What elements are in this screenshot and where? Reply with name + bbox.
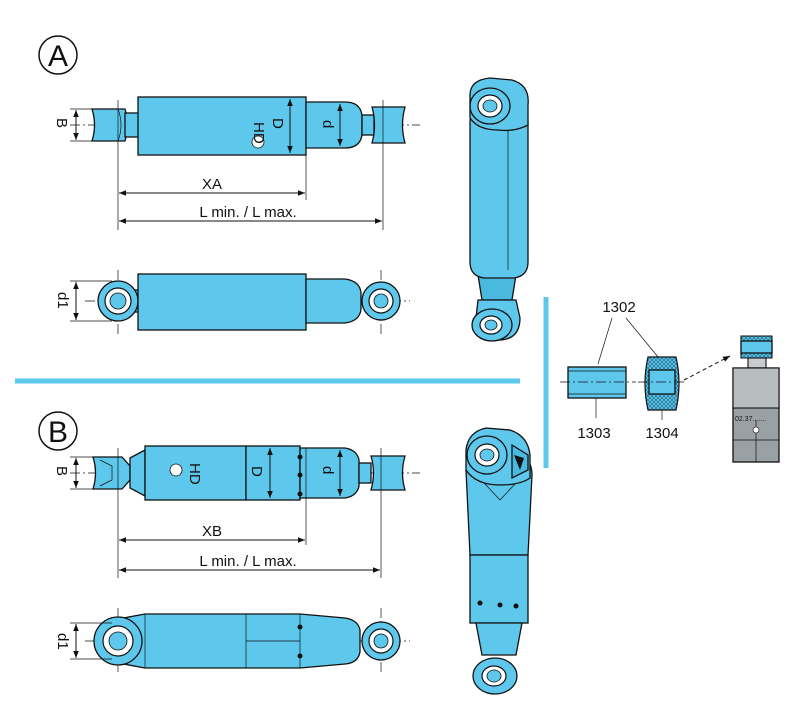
callout-1302: 1302: [602, 299, 635, 316]
callout-1304: 1304: [645, 425, 678, 442]
left-eye-top: [91, 108, 129, 142]
dim-d-outer-b: D: [248, 466, 265, 477]
3d-tube-a: [469, 111, 529, 279]
dim-d-inner-b: d: [319, 466, 336, 474]
main-tube: [137, 96, 307, 156]
variant-b-marker: B: [38, 411, 78, 451]
dim-d1-a: d1: [54, 292, 71, 309]
left-eye-b-top: [92, 456, 131, 490]
variant-b-top-view: HD D d B XB L min. / L max.: [53, 445, 420, 578]
dim-xa: XA: [202, 176, 222, 193]
variant-a-3d-view: [469, 77, 529, 342]
dim-d-outer: D: [269, 118, 286, 129]
dim-b-a: B: [53, 118, 70, 128]
brand-stamp-icon: [251, 135, 265, 149]
variant-a-side-view: d1: [54, 270, 410, 334]
right-eye-b-top: [370, 455, 406, 491]
dim-l-a: L min. / L max.: [199, 204, 296, 221]
callout-1303: 1303: [577, 425, 610, 442]
rubber-bushing-1304: [638, 356, 686, 420]
bushing-sleeve-1303: [560, 366, 636, 418]
stamp-hd-b-label: HD: [186, 463, 203, 485]
variant-a-letter: A: [48, 40, 68, 73]
assembled-end-view: 02.37.......: [732, 335, 780, 463]
dim-b-b: B: [53, 466, 70, 476]
dim-l-b: L min. / L max.: [199, 553, 296, 570]
3d-tube-b: [469, 554, 529, 624]
date-stamp: 02.37.......: [735, 416, 766, 423]
variant-a-marker: A: [38, 35, 78, 75]
parts-detail: 1302 1303 1304 02.37.......: [560, 299, 780, 463]
dim-d-inner: d: [319, 120, 336, 128]
dim-d1-b: d1: [54, 633, 71, 650]
dim-xb: XB: [202, 523, 222, 540]
stamp-hd-label: HD: [250, 122, 267, 144]
assembly-arrow: [683, 355, 731, 381]
right-eye-top: [371, 106, 406, 144]
variant-b-3d-view: [465, 427, 533, 695]
side-tube-b: [117, 613, 361, 669]
variant-b-letter: B: [48, 416, 68, 449]
side-tube-a: [137, 273, 307, 331]
brand-stamp-b-icon: [169, 463, 183, 477]
variant-b-side-view: d1: [54, 608, 410, 674]
variant-a-top-view: HD D d B XA L min. / L max.: [53, 96, 420, 230]
